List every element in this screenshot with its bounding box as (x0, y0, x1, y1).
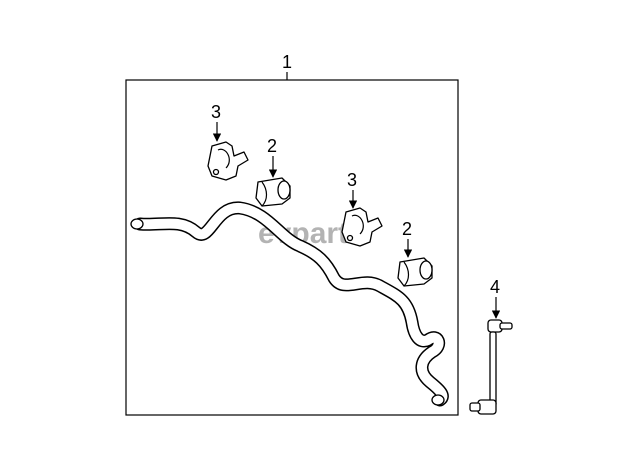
bracket-left[interactable] (207, 141, 249, 181)
callout-1[interactable]: 1 (282, 52, 292, 72)
callout-3-right[interactable]: 3 (347, 170, 357, 190)
bar-end-eye-right (431, 394, 445, 406)
stabilizer-link[interactable] (469, 319, 513, 415)
callout-4[interactable]: 4 (490, 277, 500, 297)
bushing-left[interactable] (255, 177, 291, 207)
callout-2-left[interactable]: 2 (267, 136, 277, 156)
bracket-right[interactable] (341, 207, 383, 247)
callout-2-right[interactable]: 2 (402, 219, 412, 239)
bar-end-eye-left (130, 218, 144, 230)
callout-3-left[interactable]: 3 (211, 102, 221, 122)
bushing-right[interactable] (397, 257, 433, 287)
stabilizer-bar[interactable] (130, 201, 449, 407)
assembly-frame (125, 79, 459, 416)
